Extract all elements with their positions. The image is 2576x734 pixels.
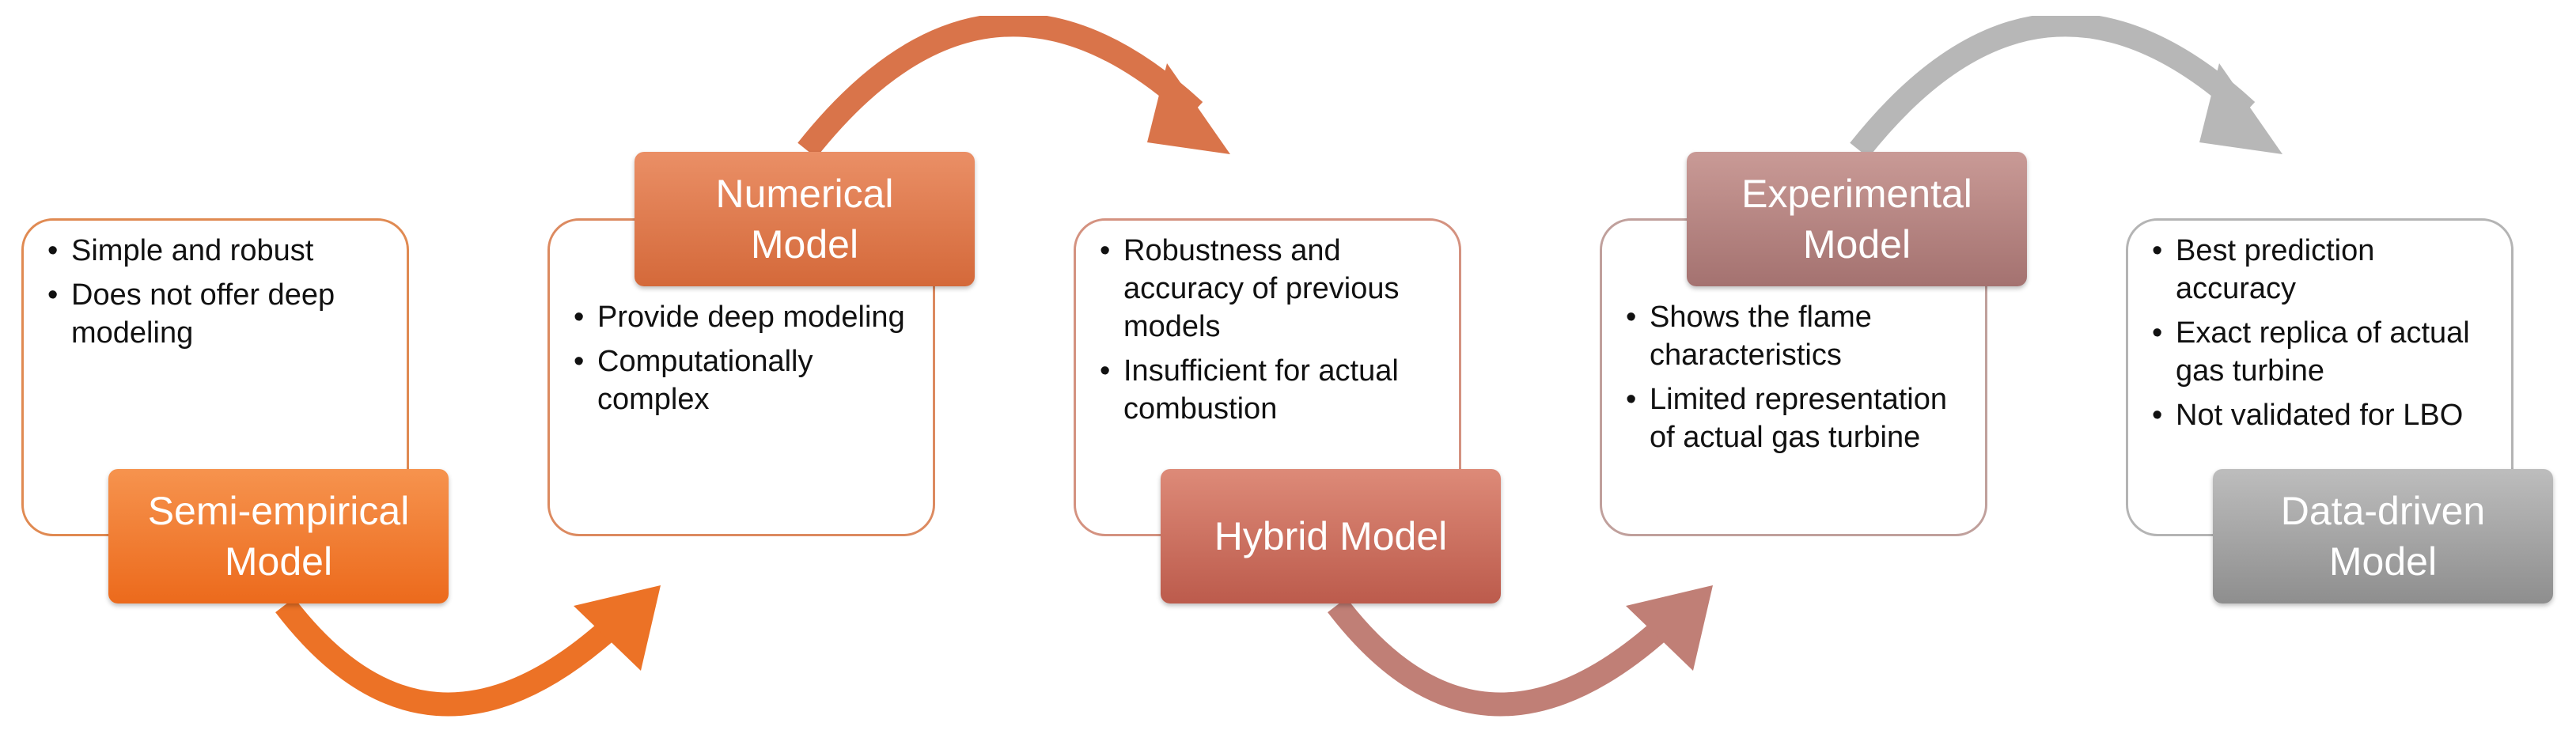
- bullet-item: Simple and robust: [47, 232, 391, 270]
- semi-empirical-bullets: Simple and robust Does not offer deep mo…: [47, 232, 391, 352]
- bullet-item: Does not offer deep modeling: [47, 276, 391, 352]
- data-driven-bullets: Best prediction accuracy Exact replica o…: [2152, 232, 2495, 434]
- semi-empirical-card: Simple and robust Does not offer deep mo…: [21, 218, 409, 536]
- arrow-2-curved-icon: [797, 16, 1230, 158]
- bullet-item: Provide deep modeling: [574, 298, 917, 336]
- experimental-bullets: Shows the flame characteristics Limited …: [1626, 298, 1969, 456]
- numerical-bullets: Provide deep modeling Computationally co…: [574, 298, 917, 418]
- numerical-label: Numerical Model: [635, 152, 975, 286]
- bullet-item: Best prediction accuracy: [2152, 232, 2495, 308]
- bullet-item: Not validated for LBO: [2152, 396, 2495, 434]
- hybrid-card: Robustness and accuracy of previous mode…: [1074, 218, 1461, 536]
- hybrid-label: Hybrid Model: [1161, 469, 1501, 603]
- experimental-label: Experimental Model: [1687, 152, 2027, 286]
- bullet-item: Shows the flame characteristics: [1626, 298, 1969, 374]
- data-driven-label: Data-driven Model: [2213, 469, 2553, 603]
- arrow-3-curved-icon: [1328, 585, 1713, 717]
- bullet-item: Limited representation of actual gas tur…: [1626, 380, 1969, 456]
- bullet-item: Insufficient for actual combustion: [1100, 352, 1443, 428]
- arrow-4-curved-icon: [1850, 16, 2282, 158]
- hybrid-bullets: Robustness and accuracy of previous mode…: [1100, 232, 1443, 428]
- semi-empirical-label: Semi-empirical Model: [108, 469, 449, 603]
- bullet-item: Computationally complex: [574, 342, 917, 418]
- arrow-1-curved-icon: [275, 585, 661, 717]
- bullet-item: Exact replica of actual gas turbine: [2152, 314, 2495, 390]
- bullet-item: Robustness and accuracy of previous mode…: [1100, 232, 1443, 346]
